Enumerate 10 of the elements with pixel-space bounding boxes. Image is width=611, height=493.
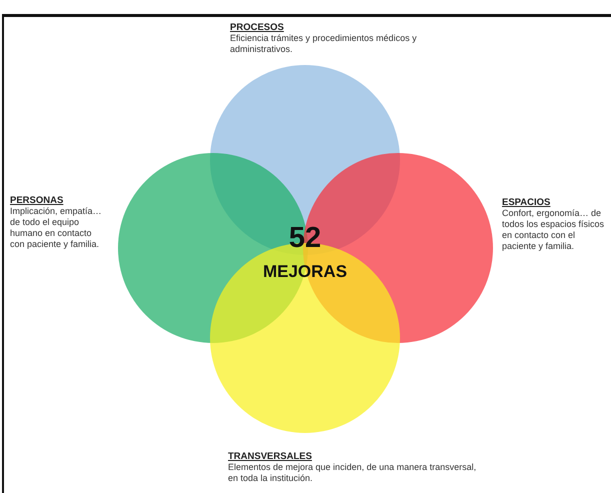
category-description: Eficiencia trámites y procedimientos médicos y administrativos.	[230, 33, 418, 55]
center-label: MEJORAS	[262, 262, 348, 282]
category-description: Confort, ergonomía… de todos los espacios físicos en contacto con el paciente y familia.	[502, 208, 606, 252]
category-heading: ESPACIOS	[502, 197, 550, 208]
category-heading: PERSONAS	[10, 195, 64, 206]
category-heading: TRANSVERSALES	[228, 451, 312, 462]
category-heading: PROCESOS	[230, 22, 284, 33]
category-description: Implicación, empatía… de todo el equipo humano en contacto con paciente y familia.	[10, 206, 103, 250]
count-number: 52	[288, 222, 322, 255]
category-description: Elementos de mejora que inciden, de una manera transversal, en toda la institución.	[228, 462, 478, 484]
